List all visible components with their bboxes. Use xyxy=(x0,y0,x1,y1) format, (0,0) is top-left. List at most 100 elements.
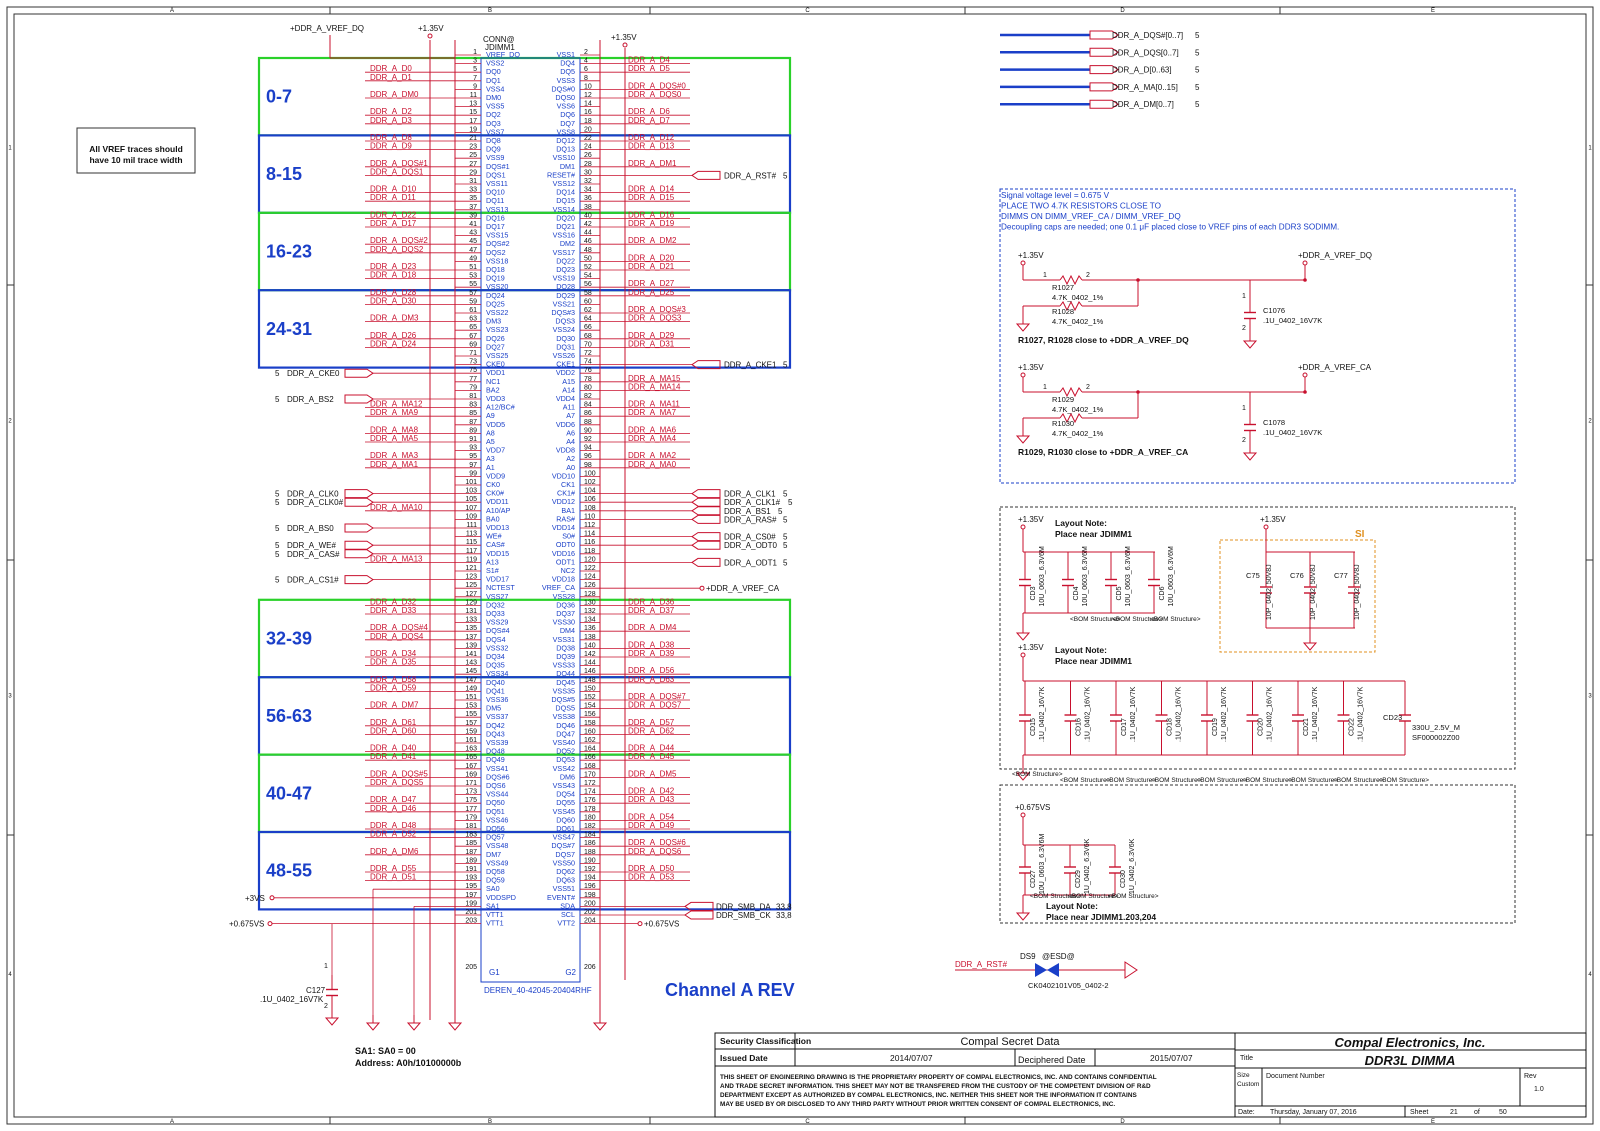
cap-ref: CD22 xyxy=(1349,718,1356,736)
border-row-label: 2 xyxy=(1588,419,1592,425)
pin-name: DQ63 xyxy=(556,876,575,885)
resistor xyxy=(1059,300,1083,312)
v135-label: +1.35V xyxy=(418,24,444,33)
si-cap-val: 10P_0402_50V8J xyxy=(1354,564,1361,620)
pin-name: VSS20 xyxy=(486,282,508,291)
port-name: DDR_A_CS1# xyxy=(287,576,339,585)
pin-number: 161 xyxy=(465,737,477,744)
pin-name: DQS#0 xyxy=(551,84,575,93)
ground-symbol xyxy=(406,1022,422,1031)
pin-number: 3 xyxy=(473,58,477,65)
pin-num: 1 xyxy=(1043,272,1047,279)
group-box xyxy=(257,211,792,292)
pin-number: 144 xyxy=(584,660,596,667)
pin-name: VSS21 xyxy=(553,299,575,308)
offpage-port xyxy=(1089,82,1119,92)
pin-number: 16 xyxy=(584,109,592,116)
esd-ref: DS9 xyxy=(1020,952,1036,961)
power-dot xyxy=(1302,372,1308,378)
pin-name: VDD6 xyxy=(556,420,575,429)
pin-name: VSS26 xyxy=(553,351,575,360)
pin-name: DQ44 xyxy=(556,669,575,678)
net-label: DDR_A_D6 xyxy=(628,107,670,116)
pin-num: 2 xyxy=(1242,325,1246,332)
net-label: DDR_A_DM4 xyxy=(628,623,677,632)
net-label: DDR_A_DM5 xyxy=(628,769,677,778)
pin-name: VTT1 xyxy=(486,919,504,928)
net-label: DDR_A_MA12 xyxy=(370,400,423,409)
pin-name: VDD1 xyxy=(486,368,505,377)
pin-number: 37 xyxy=(469,204,477,211)
pin-name: VSS4 xyxy=(486,84,504,93)
group-box xyxy=(257,598,792,679)
pin-number: 70 xyxy=(584,341,592,348)
layout-note: Layout Note: xyxy=(1055,645,1107,655)
cap-ref: CD20 xyxy=(1258,718,1265,736)
offpage-port xyxy=(344,523,374,533)
bus-sheet: 5 xyxy=(1195,48,1200,57)
pin-number: 118 xyxy=(584,548,595,555)
bom-label: <BOM Structure> xyxy=(1151,777,1202,784)
pin-name: RESET# xyxy=(547,170,575,179)
pin-number: 58 xyxy=(584,290,592,297)
pin-number: 117 xyxy=(466,548,477,555)
pin-name: DQ13 xyxy=(556,145,575,154)
pin-number: 149 xyxy=(465,685,477,692)
pin-name: VSS8 xyxy=(557,127,575,136)
pin-name: A7 xyxy=(566,411,575,420)
net-label: DDR_A_D60 xyxy=(370,726,417,735)
offpage-port xyxy=(344,575,374,585)
pin-number: 203 xyxy=(465,918,477,925)
pin-name: DQ6 xyxy=(560,110,575,119)
pin-number: 179 xyxy=(465,814,477,821)
port-name: DDR_A_BS0 xyxy=(287,524,334,533)
net-label: DDR_A_D17 xyxy=(370,219,417,228)
pin-name: A9 xyxy=(486,411,495,420)
pin-name: VSS40 xyxy=(553,738,575,747)
net-label: DDR_A_D31 xyxy=(628,339,675,348)
tb-sec-class: Security Classification xyxy=(720,1036,811,1046)
bus-label: DDR_A_MA[0..15] xyxy=(1112,83,1178,92)
cap-ref: CD29 xyxy=(1075,870,1082,888)
cap-value: 10U_0603_6.3V6M xyxy=(1125,546,1132,606)
v0675-dec-label: +0.675VS xyxy=(1015,803,1050,812)
si-cap-ref: C77 xyxy=(1334,571,1348,580)
pin-name: SDA xyxy=(560,901,575,910)
port-name: DDR_A_CLK0 xyxy=(287,490,339,499)
tb-sheet: Sheet xyxy=(1410,1109,1428,1116)
cap-value: 10U_0603_6.3V6M xyxy=(1082,546,1089,606)
pin-name: VSS19 xyxy=(553,274,575,283)
border-col-label: D xyxy=(1120,1119,1125,1125)
pin-number: 174 xyxy=(584,789,596,796)
pin-number: 121 xyxy=(465,565,477,572)
net-label: DDR_A_D55 xyxy=(370,864,417,873)
res-ref: R1030 xyxy=(1052,419,1074,428)
net-labels: DDR_A_D0DDR_A_D1DDR_A_DM0DDR_A_D2DDR_A_D… xyxy=(76,56,795,1068)
pin-number: 49 xyxy=(469,255,477,262)
pin-name: VSS5 xyxy=(486,102,504,111)
net-dot xyxy=(637,921,643,927)
net-label: DDR_A_MA9 xyxy=(370,408,419,417)
pin-number: 132 xyxy=(584,608,596,615)
offpage-port xyxy=(691,497,721,507)
pin-name: DQ34 xyxy=(486,652,505,661)
pin-name: A2 xyxy=(566,454,575,463)
pin-number: 201 xyxy=(465,909,477,916)
border-col-label: B xyxy=(488,8,492,14)
pin-number: 15 xyxy=(469,109,477,116)
pin-name: DQ24 xyxy=(486,291,505,300)
border-col-label: C xyxy=(805,1119,810,1125)
pin-name: DQ2 xyxy=(486,110,501,119)
group-label: 40-47 xyxy=(266,783,312,803)
border-row-label: 1 xyxy=(1588,146,1592,152)
pin-number: 76 xyxy=(584,367,592,374)
net-label: DDR_A_D52 xyxy=(370,830,417,839)
pin-number: 152 xyxy=(584,694,596,701)
pin-number: 79 xyxy=(469,384,477,391)
pin-number: 114 xyxy=(584,531,595,538)
c127-val: .1U_0402_16V7K xyxy=(260,995,324,1004)
pin-number: 43 xyxy=(469,230,477,237)
cap-value: 1U_0402_6.3V6K xyxy=(1084,838,1091,894)
cap-ref: CD16 xyxy=(1076,718,1083,736)
port-name: DDR_A_CKE0 xyxy=(287,369,340,378)
